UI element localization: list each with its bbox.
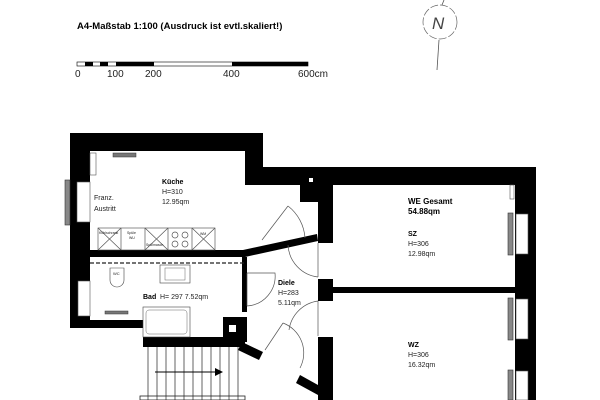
room-area: 5.11qm [278, 300, 301, 307]
sink-label: Spüle [127, 231, 136, 235]
room-area: 12.95qm [162, 199, 189, 206]
radiator-icon [104, 310, 129, 315]
total-label: WE Gesamt [408, 197, 453, 206]
wu-label: WU [129, 236, 135, 240]
scale-tick: 0 [75, 69, 81, 80]
radiator-icon [112, 152, 137, 158]
toilet-icon [109, 267, 125, 288]
room-height: H=306 [408, 241, 429, 248]
room-name: Diele [278, 280, 295, 287]
room-name-bad: Bad [143, 294, 156, 301]
wc-label: WC [113, 271, 120, 276]
total-area: 54.88qm [408, 207, 440, 216]
room-height: H=283 [278, 290, 299, 297]
room-wz: WZ H=306 16.32qm [408, 342, 435, 369]
windows [64, 152, 529, 400]
kitchen-counter: Kühlschrank Spüle WU Spülmasch. WM [97, 152, 216, 251]
scale-bar: 0 100 200 400 600cm [75, 61, 328, 80]
room-name: Küche [162, 179, 184, 186]
room-height: H=310 [162, 189, 183, 196]
staircase [139, 347, 246, 400]
north-label: N [432, 14, 445, 33]
doors [246, 205, 319, 369]
walls [70, 133, 536, 400]
scale-tick: 100 [107, 69, 124, 80]
arrow-right-icon [215, 368, 223, 376]
room-name: WZ [408, 342, 420, 349]
dishwasher-label: Spülmasch. [146, 243, 164, 247]
room-area: 16.32qm [408, 362, 435, 369]
balcony-label: Austritt [94, 206, 116, 213]
room-area: 12.98qm [408, 251, 435, 258]
scale-tick: 600cm [298, 69, 328, 80]
room-info-bad: H= 297 7.52qm [160, 294, 208, 301]
room-kueche: Küche H=310 12.95qm [162, 179, 189, 206]
bath-fixtures: WC [90, 262, 245, 338]
fridge-label: Kühlschrank [99, 231, 119, 235]
washer-label: WM [200, 232, 206, 236]
room-diele: Diele H=283 5.11qm [278, 280, 301, 307]
room-height: H=306 [408, 352, 429, 359]
balcony-label: Franz. [94, 195, 114, 202]
room-name: SZ [408, 231, 418, 238]
scale-note: A4-Maßstab 1:100 (Ausdruck ist evtl.skal… [77, 21, 282, 32]
scale-tick: 400 [223, 69, 240, 80]
north-arrow-icon: N [422, 0, 458, 71]
room-sz: SZ H=306 12.98qm [408, 231, 435, 258]
scale-tick: 200 [145, 69, 162, 80]
